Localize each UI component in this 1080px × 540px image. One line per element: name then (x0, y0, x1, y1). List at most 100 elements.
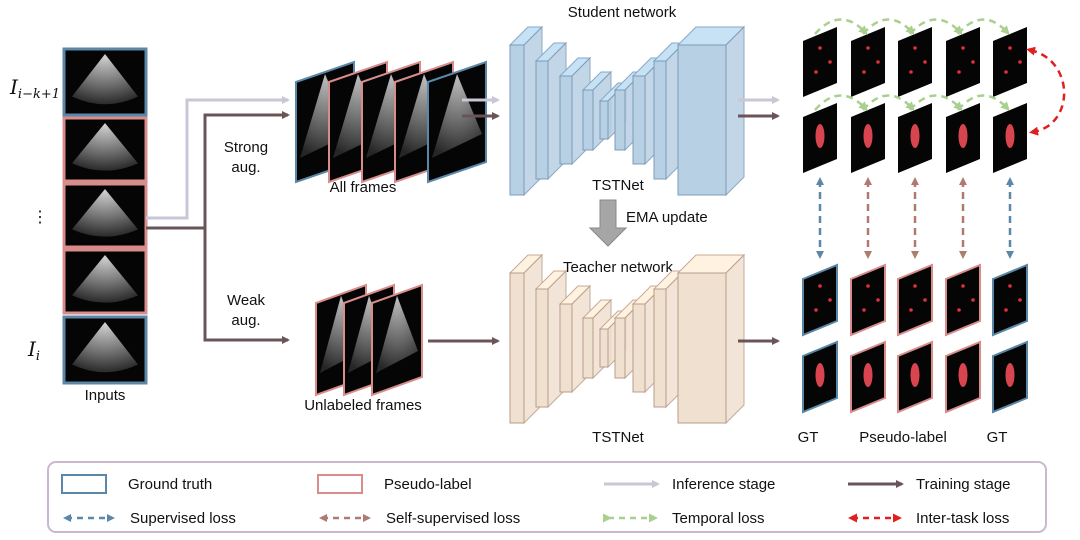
landmark-point (1004, 70, 1008, 74)
landmark-point (862, 70, 866, 74)
legend-label: Self-supervised loss (386, 510, 520, 527)
input-ellipsis: ⋮ (32, 209, 48, 226)
inference-arrow-input (146, 96, 290, 220)
landmark-point (1004, 308, 1008, 312)
reference-frame (850, 340, 886, 414)
input-bottom-label: Ii (27, 337, 40, 364)
frame-surface (897, 263, 933, 337)
frame-surface (945, 263, 981, 337)
landmark-point (814, 308, 818, 312)
landmark-point (862, 308, 866, 312)
landmark-point (961, 46, 965, 50)
temporal-loss-arrow (957, 94, 1010, 111)
legend-item: Self-supervised loss (319, 510, 520, 527)
temporal-loss-arrow (909, 18, 963, 35)
teacher-unet (508, 253, 746, 425)
reference-frame (992, 263, 1028, 337)
block-front (653, 60, 667, 180)
reference-frame (945, 340, 981, 414)
reference-frame (802, 263, 838, 337)
legend-item: Pseudo-label (317, 474, 472, 494)
student-network-title: Student network (568, 4, 677, 21)
block-front (509, 44, 525, 196)
temporal-loss-arrow (814, 94, 868, 111)
block-front (509, 272, 525, 424)
all-frames-label: All frames (330, 179, 397, 196)
legend-box (47, 461, 1047, 533)
legend-label: Training stage (916, 476, 1011, 493)
segmentation-mask (958, 363, 968, 387)
temporal-loss-arrow (909, 94, 963, 111)
segmentation-mask (1005, 363, 1015, 387)
block-front (614, 317, 626, 379)
legend-item: Ground truth (61, 474, 212, 494)
ultrasound-fan (72, 123, 138, 171)
block-front (677, 272, 727, 424)
teacher-network-title: Teacher network (563, 259, 674, 276)
temporal-loss-arrow (957, 18, 1010, 35)
temporal-loss-arrow (862, 94, 915, 111)
input-frames (62, 47, 148, 385)
landmark-point (909, 308, 913, 312)
block-front (599, 328, 609, 368)
prediction-frame (898, 27, 932, 97)
legend-swatch-box (317, 474, 363, 494)
landmark-point (1018, 60, 1022, 64)
legend-label: Inter-task loss (916, 510, 1009, 527)
pseudo-label-label: Pseudo-label (859, 429, 947, 446)
landmark-point (923, 298, 927, 302)
landmark-point (866, 284, 870, 288)
teacher-model-label: TSTNet (592, 429, 645, 446)
gt-left-label: GT (798, 429, 819, 446)
landmark-point (909, 70, 913, 74)
legend-label: Temporal loss (672, 510, 765, 527)
training-arrow-strong (146, 111, 290, 230)
landmark-point (1008, 46, 1012, 50)
legend-item: Inference stage (604, 476, 775, 493)
legend-label: Inference stage (672, 476, 775, 493)
output-predictions (802, 18, 1028, 414)
segmentation-mask (1005, 124, 1015, 148)
landmark-point (876, 60, 880, 64)
block-front (582, 89, 594, 151)
reference-frame (992, 340, 1028, 414)
ema-update-label: EMA update (626, 209, 708, 226)
segmentation-mask (863, 124, 873, 148)
unlabeled-frame (371, 283, 423, 397)
block-front (677, 44, 727, 196)
segmentation-mask (910, 124, 920, 148)
block-front (632, 303, 646, 393)
landmark-point (971, 60, 975, 64)
landmark-point (1018, 298, 1022, 302)
temporal-loss-arrow (814, 18, 868, 35)
ultrasound-fan (72, 54, 138, 105)
gt-right-label: GT (987, 429, 1008, 446)
prediction-frame (851, 27, 885, 97)
inter-task-loss-arrow (1026, 46, 1066, 136)
all-frames-stack (295, 60, 487, 184)
frame-surface (898, 27, 932, 97)
legend-item: Temporal loss (603, 510, 765, 527)
frame-surface (993, 27, 1027, 97)
frame-surface (992, 263, 1028, 337)
block-front (632, 75, 646, 165)
segmentation-mask (863, 363, 873, 387)
landmark-point (913, 284, 917, 288)
block-front (653, 288, 667, 408)
segmentation-mask (815, 124, 825, 148)
landmark-point (961, 284, 965, 288)
student-unet (508, 25, 746, 197)
block-front (559, 303, 573, 393)
frame-surface (851, 27, 885, 97)
legend-label: Supervised loss (130, 510, 236, 527)
legend-item: Training stage (848, 476, 1011, 493)
ultrasound-fan (432, 74, 482, 158)
prediction-frame (898, 103, 932, 173)
landmark-point (866, 46, 870, 50)
unlabeled-frames-stack (315, 283, 423, 397)
segmentation-mask (958, 124, 968, 148)
landmark-point (828, 298, 832, 302)
prediction-frame (993, 27, 1027, 97)
